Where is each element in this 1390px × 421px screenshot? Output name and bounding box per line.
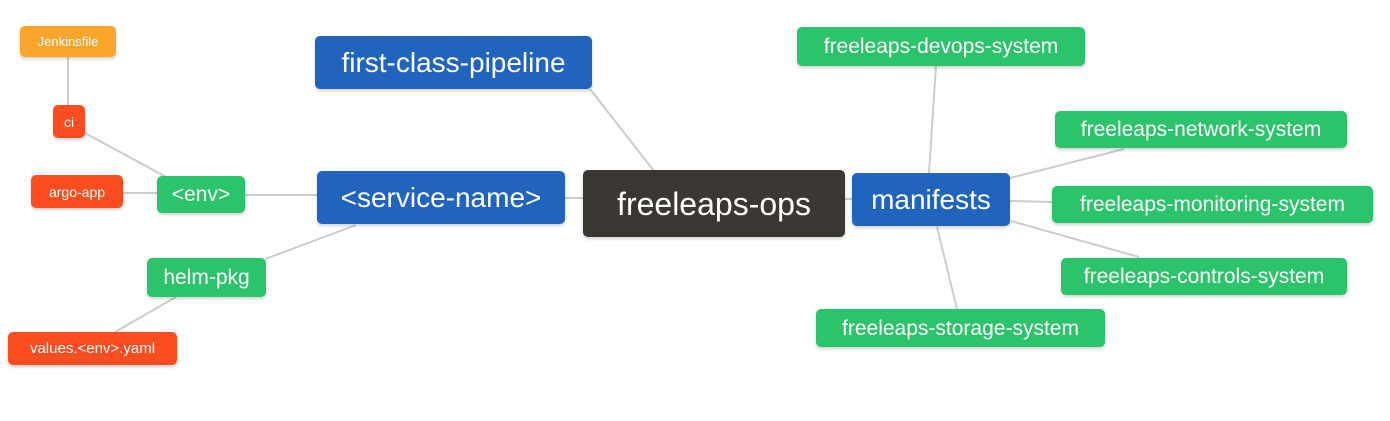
edge-values-env-yaml-helm-pkg	[114, 296, 177, 333]
node-freeleaps-ops[interactable]: freeleaps-ops	[583, 170, 845, 237]
edge-manifests-network-system	[1009, 148, 1125, 179]
node-freeleaps-devops-system[interactable]: freeleaps-devops-system	[797, 27, 1085, 66]
node-freeleaps-storage-system[interactable]: freeleaps-storage-system	[816, 309, 1105, 347]
edge-manifests-devops-system	[928, 65, 937, 174]
node-argo-app[interactable]: argo-app	[31, 175, 123, 208]
node-ci[interactable]: ci	[53, 105, 85, 138]
node-manifests[interactable]: manifests	[852, 173, 1010, 226]
node-service-name[interactable]: <service-name>	[317, 171, 565, 224]
node-env[interactable]: <env>	[157, 176, 245, 213]
node-helm-pkg[interactable]: helm-pkg	[147, 258, 266, 297]
node-first-class-pipeline[interactable]: first-class-pipeline	[315, 36, 592, 89]
node-jenkinsfile[interactable]: Jenkinsfile	[20, 26, 116, 57]
node-freeleaps-monitoring-system[interactable]: freeleaps-monitoring-system	[1052, 186, 1373, 223]
node-freeleaps-network-system[interactable]: freeleaps-network-system	[1055, 111, 1347, 148]
node-values-env-yaml[interactable]: values.<env>.yaml	[8, 332, 177, 365]
edge-ci-env	[84, 132, 167, 178]
edge-helm-pkg-service-name	[264, 224, 357, 260]
edge-manifests-storage-system	[936, 226, 958, 310]
edge-manifests-monitoring-system	[1009, 200, 1053, 203]
edge-pipeline-freeleaps-ops	[589, 88, 655, 172]
edge-manifests-controls-system	[1010, 220, 1140, 258]
node-freeleaps-controls-system[interactable]: freeleaps-controls-system	[1061, 258, 1347, 295]
